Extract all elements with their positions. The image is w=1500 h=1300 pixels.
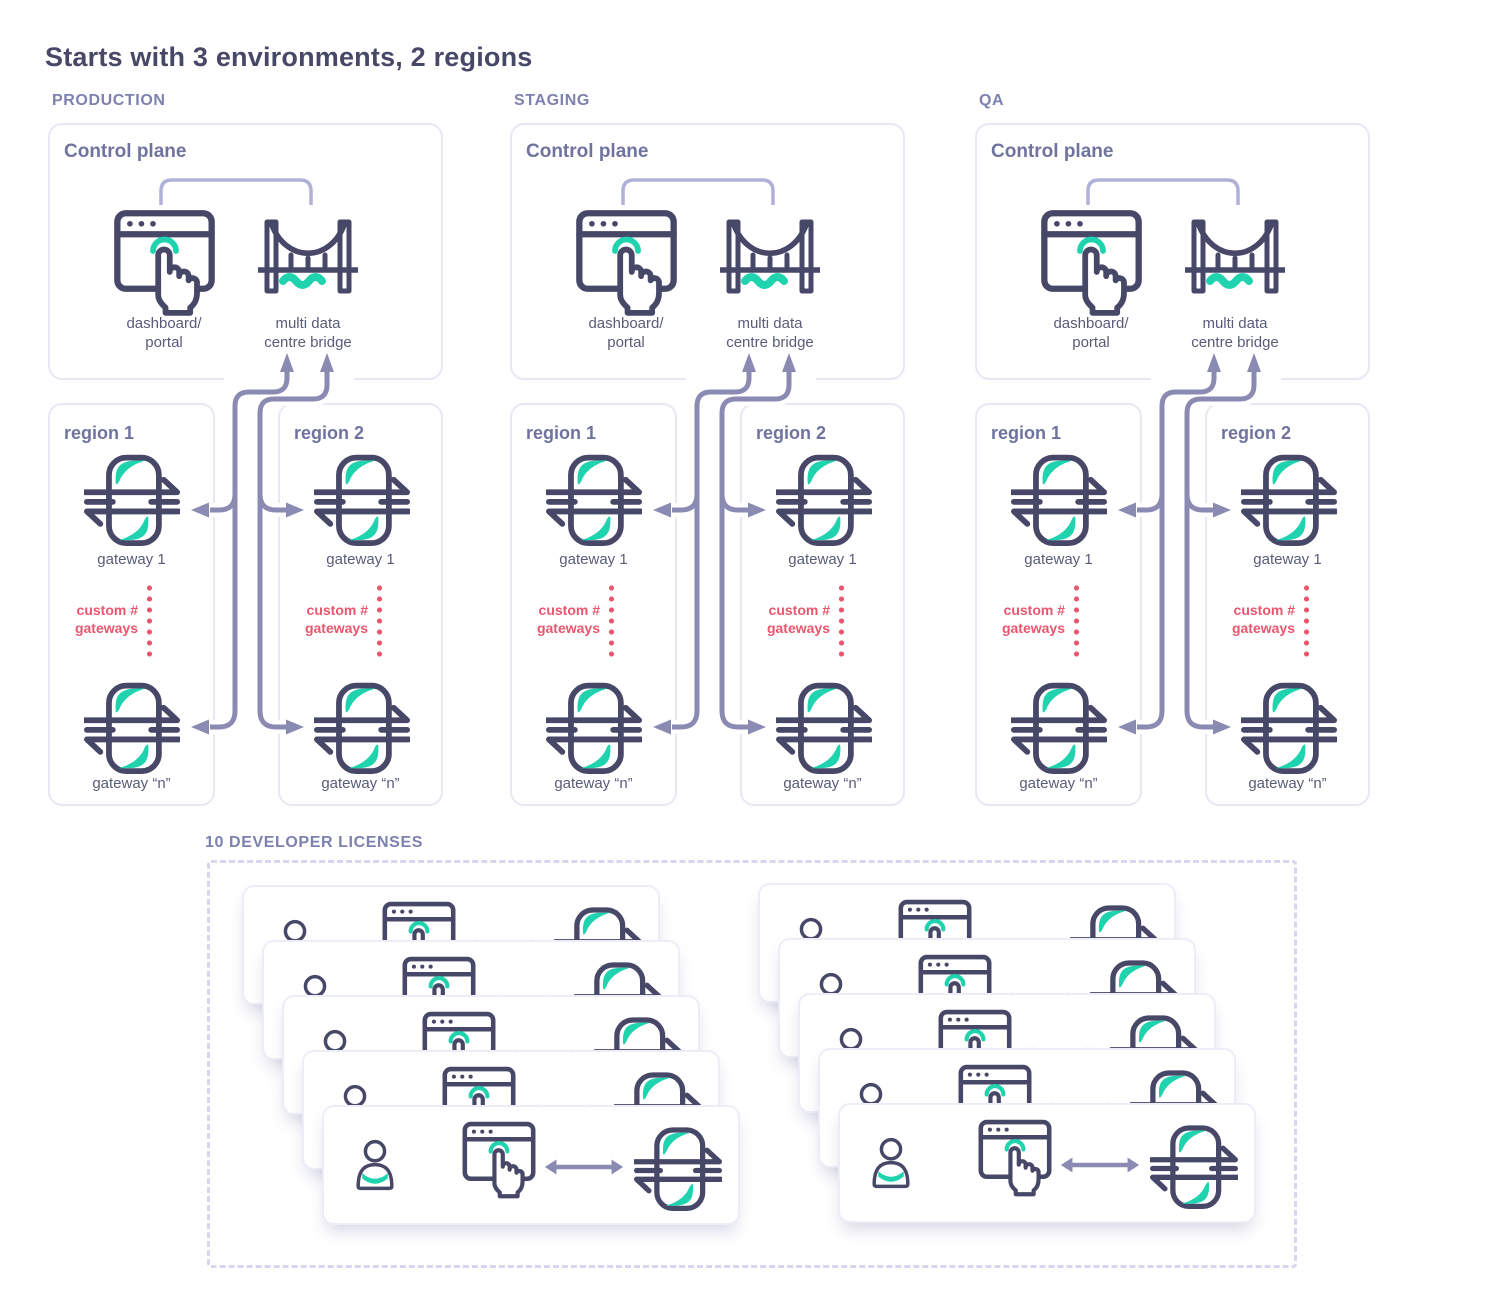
ellipsis-dots xyxy=(609,585,614,662)
gateway-top-label: gateway 1 xyxy=(326,551,395,568)
dashboard-portal-icon xyxy=(462,1121,536,1199)
region-name: region 2 xyxy=(756,423,827,443)
developer-person-icon xyxy=(356,1139,394,1191)
dashboard-portal-icon xyxy=(978,1119,1052,1197)
dashboard-portal-label: dashboard/ portal xyxy=(1053,315,1129,351)
environment-name: STAGING xyxy=(514,92,590,109)
control-plane-box: Control plane dashboard/ p xyxy=(510,123,905,380)
region-name: region 2 xyxy=(294,423,365,443)
ellipsis-dots xyxy=(1074,585,1079,662)
gateway-bottom-label: gateway “n” xyxy=(321,775,400,792)
region-box: region 2 gateway 1 custom # gateways xyxy=(1205,403,1370,806)
ellipsis-dots xyxy=(377,585,382,662)
developer-licenses-label: 10 DEVELOPER LICENSES xyxy=(205,834,423,851)
gateway-bottom-label: gateway “n” xyxy=(554,775,633,792)
environment-name: QA xyxy=(979,92,1005,109)
region-name: region 1 xyxy=(64,423,135,443)
ellipsis-dots xyxy=(147,585,152,662)
bracket-connector xyxy=(1086,178,1240,205)
environment-column-production: PRODUCTION Control plane xyxy=(48,92,443,808)
environment-name: PRODUCTION xyxy=(52,92,166,109)
custom-gateways-label: custom # gateways xyxy=(766,602,830,637)
dashboard-portal-label: dashboard/ portal xyxy=(126,315,202,351)
gateway-bottom-label: gateway “n” xyxy=(1019,775,1098,792)
multi-data-centre-bridge-icon xyxy=(258,219,358,294)
environment-column-qa: QA Control plane xyxy=(975,92,1370,808)
control-plane-title: Control plane xyxy=(991,141,1114,162)
region-box: region 2 gateway 1 custom # gateways xyxy=(278,403,443,806)
dashboard-portal-label: dashboard/ portal xyxy=(588,315,664,351)
region-name: region 1 xyxy=(991,423,1062,443)
custom-gateways-label: custom # gateways xyxy=(74,602,138,637)
custom-gateways-label: custom # gateways xyxy=(1001,602,1065,637)
bridge-label: multi data centre bridge xyxy=(264,315,352,351)
gateway-icon xyxy=(546,682,642,774)
bracket-connector xyxy=(159,178,313,205)
gateway-icon xyxy=(84,682,180,774)
gateway-icon xyxy=(1011,454,1107,546)
dashboard-portal-icon xyxy=(1041,210,1142,316)
region-box: region 1 gateway 1 custom # gateways xyxy=(48,403,215,806)
control-plane-title: Control plane xyxy=(64,141,187,162)
ellipsis-dots xyxy=(1304,585,1309,662)
region-box: region 1 gateway 1 custom # gateways xyxy=(975,403,1142,806)
developer-licenses-box xyxy=(207,860,1297,1268)
bracket-connector xyxy=(621,178,775,205)
region-name: region 1 xyxy=(526,423,597,443)
gateway-top-label: gateway 1 xyxy=(97,551,166,568)
bridge-label: multi data centre bridge xyxy=(726,315,814,351)
gateway-icon xyxy=(1150,1125,1238,1209)
multi-data-centre-bridge-icon xyxy=(1185,219,1285,294)
gateway-bottom-label: gateway “n” xyxy=(783,775,862,792)
control-plane-title: Control plane xyxy=(526,141,649,162)
custom-gateways-label: custom # gateways xyxy=(1231,602,1295,637)
gateway-top-label: gateway 1 xyxy=(1024,551,1093,568)
gateway-icon xyxy=(84,454,180,546)
control-plane-box: Control plane dashboard/ p xyxy=(975,123,1370,380)
gateway-icon xyxy=(546,454,642,546)
dashboard-portal-icon xyxy=(114,210,215,316)
gateway-icon xyxy=(314,454,410,546)
multi-data-centre-bridge-icon xyxy=(720,219,820,294)
developer-license-card xyxy=(322,1105,740,1225)
gateway-icon xyxy=(776,454,872,546)
region-name: region 2 xyxy=(1221,423,1292,443)
gateway-top-label: gateway 1 xyxy=(1253,551,1322,568)
region-box: region 2 gateway 1 custom # gateways xyxy=(740,403,905,806)
custom-gateways-label: custom # gateways xyxy=(536,602,600,637)
gateway-icon xyxy=(1011,682,1107,774)
gateway-bottom-label: gateway “n” xyxy=(92,775,171,792)
control-plane-box: Control plane dashboard/ p xyxy=(48,123,443,380)
gateway-icon xyxy=(1241,682,1337,774)
bidirectional-arrow-icon xyxy=(1060,1157,1140,1173)
bidirectional-arrow-icon xyxy=(544,1159,624,1175)
dashboard-portal-icon xyxy=(576,210,677,316)
developer-license-card xyxy=(838,1103,1256,1223)
ellipsis-dots xyxy=(839,585,844,662)
gateway-bottom-label: gateway “n” xyxy=(1248,775,1327,792)
environment-column-staging: STAGING Control plane xyxy=(510,92,905,808)
bridge-label: multi data centre bridge xyxy=(1191,315,1279,351)
gateway-icon xyxy=(776,682,872,774)
gateway-icon xyxy=(314,682,410,774)
gateway-top-label: gateway 1 xyxy=(559,551,628,568)
page-title: Starts with 3 environments, 2 regions xyxy=(45,42,533,72)
gateway-icon xyxy=(1241,454,1337,546)
gateway-icon xyxy=(634,1127,722,1211)
region-box: region 1 gateway 1 custom # gateways xyxy=(510,403,677,806)
developer-person-icon xyxy=(872,1137,910,1189)
custom-gateways-label: custom # gateways xyxy=(304,602,368,637)
gateway-top-label: gateway 1 xyxy=(788,551,857,568)
